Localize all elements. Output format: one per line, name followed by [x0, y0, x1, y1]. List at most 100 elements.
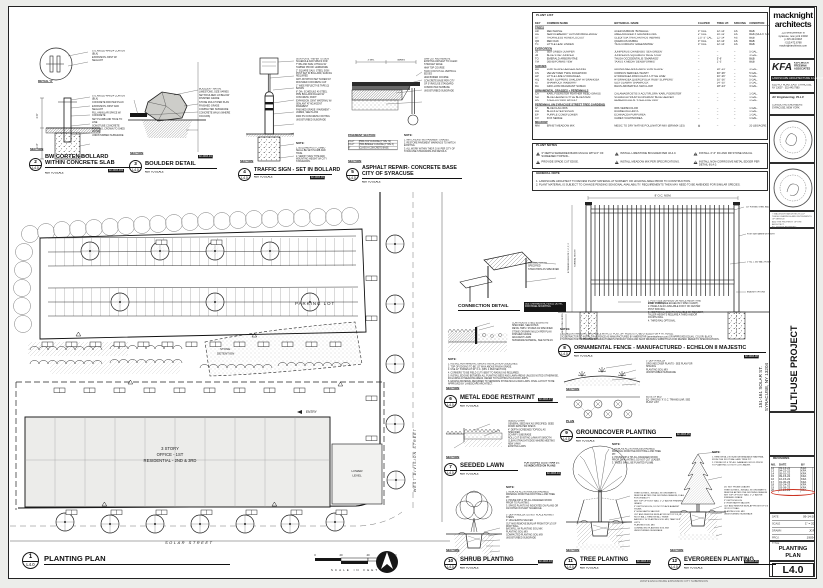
seal-1-box — [769, 115, 815, 163]
groundcover-nts: NOT TO SCALE — [576, 440, 595, 443]
fence-callout-3: 1" SQ. x .062 WALL PICKET — [747, 261, 772, 264]
list-item: 3. USE 12" STAKES AT 30" O.C. (MIN. 4 PE… — [448, 368, 507, 372]
bollard-section-label: SECTION — [30, 148, 44, 151]
list-item: SONOTUBE CONCRETE FOOTING, CROWN TO SHED… — [92, 124, 125, 134]
list-item: SET TOP OF ROOT BALL 1"-2" ABOVE FINISHE… — [634, 499, 684, 505]
list-item: PLANTING SOIL MIX — [646, 368, 668, 371]
list-item: ADJACENT LAWN — [512, 336, 532, 339]
list-item: GENERAL SEED MIX AS SPECIFIED; SEED DOWN… — [508, 422, 555, 428]
groundcover-plan-label: PLAN — [566, 420, 575, 423]
connection-detail-title: CONNECTION DETAIL — [458, 304, 520, 311]
fence-callout-2: POST SIZE VARIES W/ HEIGHT — [747, 233, 776, 236]
fence-callout-4: BRACKET OPTIONS — [747, 291, 766, 294]
asphalt-detail-drawing: 4' MIN.VARIES — [351, 59, 423, 126]
plant-notes-title: PLANT NOTES — [536, 144, 558, 147]
building-label-2: OFFICE - 1ST — [157, 452, 184, 457]
traffic-note-label: NOTE: — [296, 142, 305, 145]
lower-level-label-1: LOWER — [351, 469, 363, 473]
lawn-ref: 02-4003-04 — [546, 472, 561, 476]
list-item: 8"CLASS A CONCRETE BASE — [348, 146, 398, 150]
list-item: EDGE OF BED — [646, 396, 662, 399]
groundcover-section-drawing — [563, 363, 641, 386]
list-item: 3" DEPTH MULCH — [646, 360, 666, 363]
asphalt-notes: 1. MATCH EXISTING PAVEMENT GRADES.2. RES… — [404, 139, 457, 153]
list-item: CUT AND REMOVE BURLAP FROM TOP 1/3 OF RO… — [634, 513, 682, 519]
list-item: CUT AND REMOVE BURLAP FROM TOP 1/3 OF RO… — [506, 522, 557, 528]
list-item: COMPACTED SUBBASE — [424, 86, 450, 89]
connection-refbox: SEE ORNAMENTAL FENCE DETAIL FOR PANEL MO… — [524, 302, 566, 312]
list-item: 2. PANELS ALSO AVAILABLE FOR 6' ON CENTE… — [648, 305, 701, 311]
list-item: TACK COAT AT ALL VERTICAL EDGES — [424, 70, 457, 76]
groundcover-plan-drawing — [566, 396, 640, 419]
bollard-nts: NOT TO SCALE — [45, 172, 64, 175]
solar-street-label: SOLAR STREET — [165, 540, 213, 545]
fence-notes: 1. ECHELON II MAJESTIC RAIL FENCE WITH 2… — [560, 333, 758, 342]
lawn-nts: NOT TO SCALE — [460, 473, 479, 476]
list-item: SCARIFY SUBGRADE — [508, 434, 532, 437]
groundcover-section-label: SECTION — [566, 388, 580, 391]
list-item: TREE GUYING - INSTALL W/ GROMMETS; REMOV… — [634, 492, 685, 500]
professional-seal-2-icon — [773, 168, 813, 208]
svg-text:20: 20 — [339, 553, 343, 557]
list-item: 1. REMOVE ALL NON-BIODEGRADABLE MATERIAL… — [612, 448, 661, 456]
general-note-title: GENERAL NOTE — [536, 172, 560, 175]
list-item: 2 1/2"HMA TOP COURSE (TYPE 7F) — [348, 140, 398, 144]
list-item: UNDISTURBED SUBGRADE — [634, 529, 663, 532]
list-item: BOULDER - NATIVE LIMESTONE, SIZE VARIES — [199, 88, 229, 94]
fence-dim-picket: 2 3/4" TYPICAL — [648, 302, 665, 305]
list-item: 4" HIGH EARTH SAUCER — [634, 510, 660, 513]
list-item: 4" HIGH EARTH SAUCER — [506, 519, 533, 522]
groundcover-detail-title: GROUNDCOVER PLANTING — [576, 430, 672, 438]
list-item: EVERGREEN — [535, 47, 552, 51]
list-item: EQ. SPACING 'X' O.C. TRIANGULAR, SEE PLA… — [646, 398, 691, 404]
traffic-section-label: SECTION — [240, 160, 254, 163]
shrub-detail-title: SHRUB PLANTING — [460, 557, 538, 565]
revision-cloud — [771, 488, 815, 496]
title-label: TITLE — [772, 542, 780, 545]
list-item: 4" DEPTH SCREENED TOPSOIL AS SPECIFIED — [508, 428, 546, 434]
list-item: EXPANSION JOINT AND SEALANT — [92, 105, 119, 111]
shrub-nts: NOT TO SCALE — [460, 567, 479, 570]
engineer-block: AC Engineering, PLLC CONSULTING ENGINEER… — [769, 93, 815, 115]
list-item: ORNAMENTAL GRASSES + PERENNIALS — [535, 89, 589, 93]
sheet-footer-note: WASTE ENCLOSURE EXPANSION CITY SUBMISSIO… — [640, 580, 708, 583]
traffic-sign-detail-drawing — [246, 57, 295, 162]
seeded-lawn-drawing — [445, 423, 503, 449]
list-item: PLANTING SOIL MIX — [506, 531, 528, 534]
list-item: ALL RIGHTS RESERVED. — [772, 226, 814, 229]
list-item: 4" HIGH EARTH SAUCER — [724, 502, 750, 505]
list-item: UNDISTURBED SUBGRADE — [424, 89, 454, 93]
list-item: CUT AND REMOVE BURLAP FROM TOP 1/3 OF RO… — [724, 505, 769, 510]
list-item: PLANTING SOIL MIX — [634, 524, 655, 527]
project-block: PIDA MULTI-USE PROJECT 151-161 SOLAR ST.… — [758, 228, 815, 443]
svg-text:1'-0": 1'-0" — [36, 143, 39, 148]
north-arrow-icon — [376, 551, 398, 573]
fence-detail-title: ORNAMENTAL FENCE - MANUFACTURED - ECHELO… — [574, 345, 766, 353]
list-item: syracuse, new york 13202 — [778, 35, 808, 38]
